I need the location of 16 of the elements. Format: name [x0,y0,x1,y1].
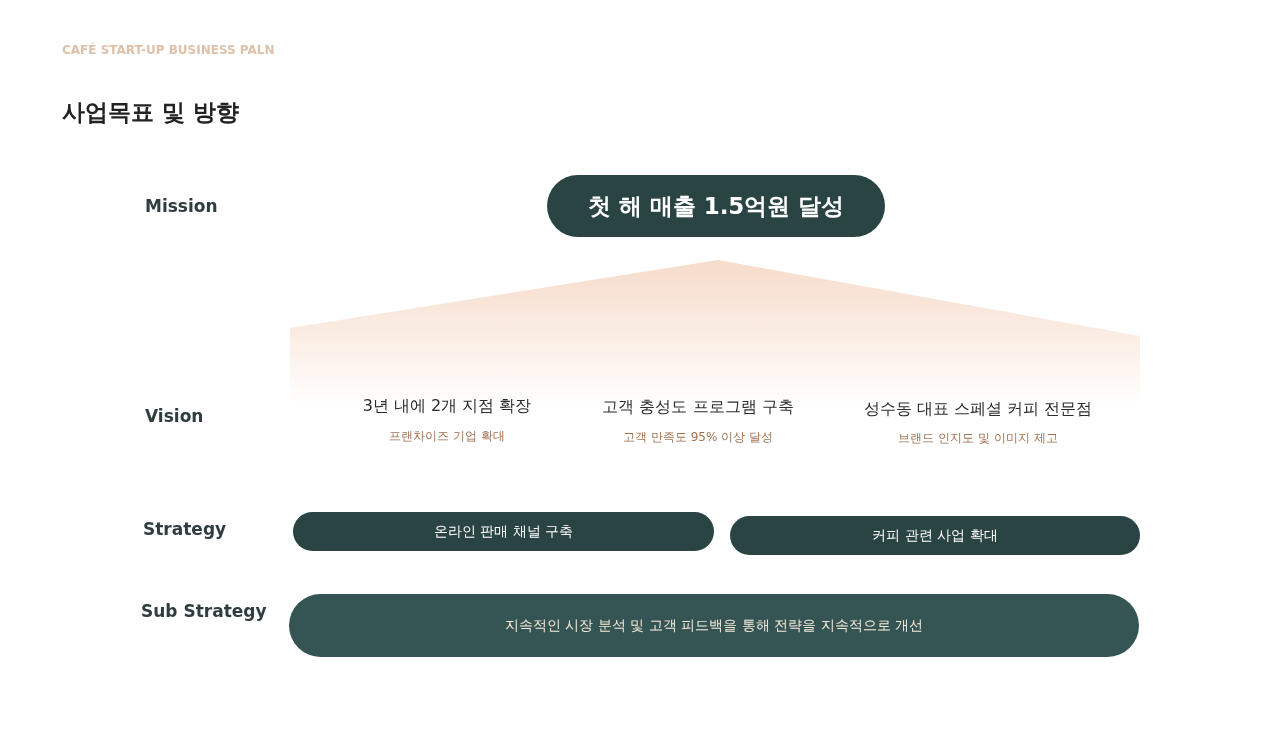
vision-title: 성수동 대표 스페셜 커피 전문점 [862,399,1094,420]
strategy-pill: 커피 관련 사업 확대 [730,516,1140,555]
vision-title: 고객 충성도 프로그램 구축 [601,397,795,418]
page-title: 사업목표 및 방향 [62,98,239,127]
row-label: Strategy [143,519,227,539]
strategy-pill: 온라인 판매 채널 구축 [293,512,714,551]
vision-subtitle: 브랜드 인지도 및 이미지 제고 [897,430,1059,447]
row-label: Vision [145,406,204,426]
sub-strategy-pill: 지속적인 시장 분석 및 고객 피드백을 통해 전략을 지속적으로 개선 [289,594,1139,657]
header-text: CAFÉ START-UP BUSINESS PALN [62,43,275,57]
vision-title: 3년 내에 2개 지점 확장 [361,396,533,417]
mission-pill: 첫 해 매출 1.5억원 달성 [547,175,885,237]
vision-subtitle: 프랜차이즈 기업 확대 [388,428,506,445]
row-label: Mission [145,196,218,216]
vision-subtitle: 고객 만족도 95% 이상 달성 [622,429,774,446]
row-label: Sub Strategy [141,601,267,621]
